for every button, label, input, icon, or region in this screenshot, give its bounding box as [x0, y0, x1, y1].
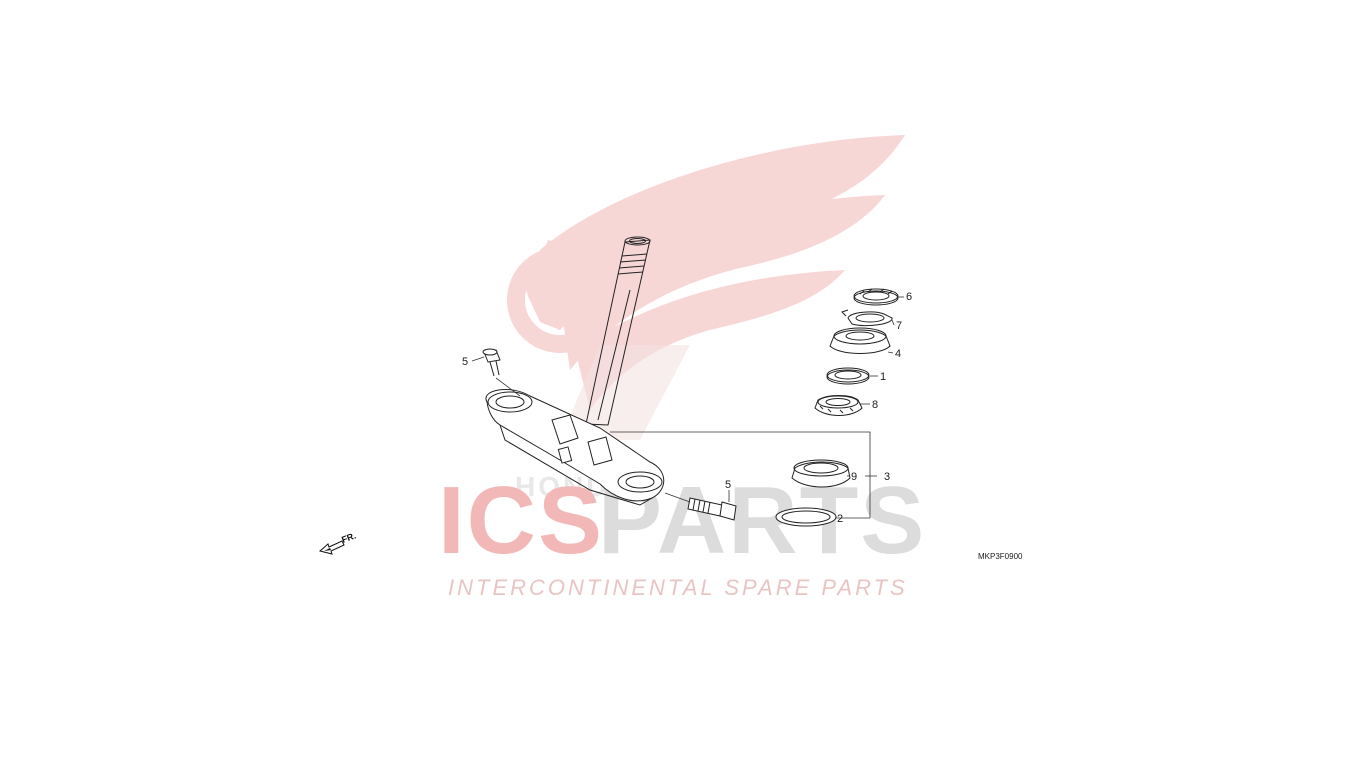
leader-lines	[471, 296, 904, 519]
watermark-brand-ics: ICS	[438, 467, 604, 574]
part-6-nut	[853, 288, 899, 306]
front-direction-arrow: FR.	[318, 531, 357, 555]
callout-4: 4	[895, 348, 901, 360]
callout-1: 1	[880, 371, 886, 383]
callout-5-lower: 5	[725, 479, 731, 491]
callout-6: 6	[906, 291, 912, 303]
part-9-bearing	[791, 459, 851, 488]
callout-5-upper: 5	[462, 356, 468, 368]
callout-3: 3	[884, 471, 890, 483]
part-1-seal	[826, 367, 870, 385]
wing-logo	[507, 135, 905, 440]
bolt-upper	[482, 348, 521, 397]
watermark: HONDA ICS PARTS INTERCONTINENTAL SPARE P…	[438, 135, 924, 600]
callout-8: 8	[872, 399, 878, 411]
watermark-tagline: INTERCONTINENTAL SPARE PARTS	[448, 575, 908, 600]
part-7-washer	[841, 309, 893, 327]
front-label: FR.	[340, 531, 357, 545]
bearing-stack	[775, 288, 899, 527]
callouts: 6 7 4 1 8 9 3 2 5 5	[462, 291, 912, 525]
callout-7: 7	[896, 320, 902, 332]
part-4-nut	[829, 327, 891, 354]
part-2-seal	[775, 507, 837, 527]
callout-9: 9	[851, 471, 857, 483]
part-8-bearing	[814, 395, 863, 416]
diagram-code: MKP3F0900	[978, 552, 1023, 561]
callout-2: 2	[837, 513, 843, 525]
bolt-lower	[664, 492, 737, 521]
steering-stem	[485, 236, 665, 506]
